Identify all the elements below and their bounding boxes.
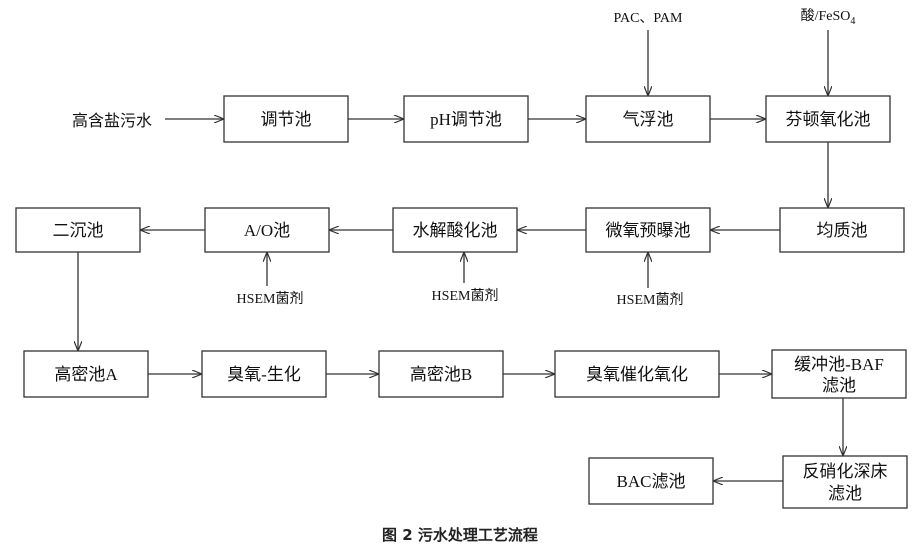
node-bac-label: BAC滤池 bbox=[617, 472, 686, 491]
reagent-pac-pam: PAC、PAM bbox=[613, 11, 683, 26]
node-erchen: 二沉池 bbox=[15, 207, 141, 253]
node-shuijie: 水解酸化池 bbox=[392, 207, 518, 253]
node-gaomiA: 高密池A bbox=[23, 350, 149, 398]
input-label: 高含盐污水 bbox=[72, 112, 152, 130]
node-weiyang: 微氧预曝池 bbox=[585, 207, 711, 253]
node-weiyang-label: 微氧预曝池 bbox=[606, 221, 691, 240]
node-erchen-label: 二沉池 bbox=[53, 221, 104, 240]
node-gaomiA-label: 高密池A bbox=[54, 365, 118, 384]
node-shuijie-label: 水解酸化池 bbox=[413, 221, 498, 240]
reagent-acid-prefix: 酸/FeSO bbox=[801, 8, 851, 24]
node-chouyang-cuihua: 臭氧催化氧化 bbox=[554, 350, 720, 398]
node-tiaojie-label: 调节池 bbox=[261, 110, 312, 129]
reagent-acid: 酸/FeSO4 bbox=[801, 8, 856, 27]
node-fanxiao-label-2: 滤池 bbox=[828, 484, 862, 503]
node-gaomiB-label: 高密池B bbox=[410, 365, 472, 384]
figure-caption: 图 2 污水处理工艺流程 bbox=[382, 526, 538, 544]
node-chouyang-shenghua-label: 臭氧-生化 bbox=[227, 365, 301, 384]
node-tiaojie: 调节池 bbox=[223, 95, 349, 143]
reagent-hsem-ao: HSEM菌剂 bbox=[237, 291, 304, 307]
node-chouyang-shenghua: 臭氧-生化 bbox=[201, 350, 327, 398]
node-chouyang-cuihua-label: 臭氧催化氧化 bbox=[586, 365, 688, 384]
node-fanxiao-label-1: 反硝化深床 bbox=[803, 462, 888, 481]
node-fenton-label: 芬顿氧化池 bbox=[786, 110, 871, 129]
node-junzhi: 均质池 bbox=[779, 207, 905, 253]
node-ph: pH调节池 bbox=[403, 95, 529, 143]
node-bac: BAC滤池 bbox=[588, 457, 714, 505]
reagent-hsem-shuijie: HSEM菌剂 bbox=[432, 288, 499, 304]
reagent-hsem-weiyang: HSEM菌剂 bbox=[617, 292, 684, 308]
node-qifu: 气浮池 bbox=[585, 95, 711, 143]
node-gaomiB: 高密池B bbox=[378, 350, 504, 398]
node-fanxiao: 反硝化深床 滤池 bbox=[782, 455, 908, 509]
reagent-acid-sub: 4 bbox=[850, 16, 855, 27]
node-baf-label-2: 滤池 bbox=[822, 376, 856, 395]
node-qifu-label: 气浮池 bbox=[623, 110, 674, 129]
node-fenton: 芬顿氧化池 bbox=[765, 95, 891, 143]
node-baf: 缓冲池-BAF 滤池 bbox=[771, 349, 907, 399]
node-junzhi-label: 均质池 bbox=[817, 221, 868, 240]
node-baf-label-1: 缓冲池-BAF bbox=[794, 355, 884, 374]
node-ao-label: A/O池 bbox=[244, 221, 290, 240]
node-ao: A/O池 bbox=[204, 207, 330, 253]
node-ph-label: pH调节池 bbox=[430, 110, 502, 129]
